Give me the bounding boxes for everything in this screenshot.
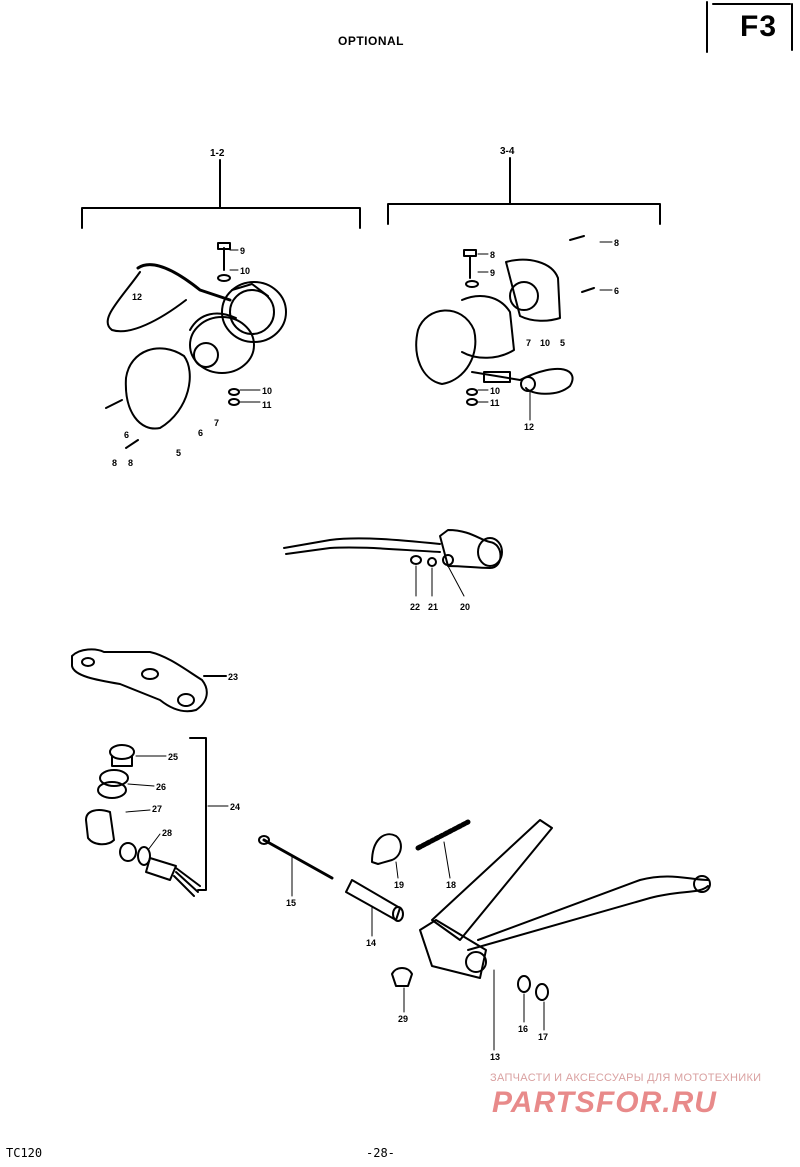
- callout: 17: [538, 1032, 548, 1042]
- bracket-plate: [71, 648, 227, 713]
- callout: 8: [490, 250, 495, 260]
- callout: 5: [560, 338, 565, 348]
- right-turn-signal: [415, 235, 595, 406]
- callout: 25: [168, 752, 178, 762]
- callout: 5: [176, 448, 181, 458]
- callout: 9: [240, 246, 245, 256]
- switch-parts-stack: [85, 737, 207, 897]
- callout: 13: [490, 1052, 500, 1062]
- callout: 6: [198, 428, 203, 438]
- callout: 8: [112, 458, 117, 468]
- callout: 11: [262, 400, 272, 410]
- callout: 16: [518, 1024, 528, 1034]
- watermark-logo: PARTSFOR.RU: [492, 1086, 717, 1119]
- watermark-tagline: ЗАПЧАСТИ И АКСЕССУАРЫ ДЛЯ МОТОТЕХНИКИ: [490, 1072, 762, 1084]
- callout: 27: [152, 804, 162, 814]
- callout: 21: [428, 602, 438, 612]
- side-stand-assembly: [258, 819, 711, 1001]
- model-code: TC120: [6, 1146, 43, 1160]
- page-number: -28-: [366, 1146, 395, 1160]
- callout: 24: [230, 802, 240, 812]
- callout: 20: [460, 602, 470, 612]
- callout: 22: [410, 602, 420, 612]
- callout: 10: [240, 266, 250, 276]
- callout: 12: [524, 422, 534, 432]
- callout: 19: [394, 880, 404, 890]
- callout-numbers: 9 10 12 6 7 10 11 8 5 8 6 8 9 10 8 7 6 5…: [112, 238, 619, 1062]
- callout: 10: [490, 386, 500, 396]
- callout: 15: [286, 898, 296, 908]
- callout: 26: [156, 782, 166, 792]
- callout: 28: [162, 828, 172, 838]
- callout: 18: [446, 880, 456, 890]
- callout: 12: [132, 292, 142, 302]
- callout: 7: [526, 338, 531, 348]
- callout: 6: [614, 286, 619, 296]
- callout: 29: [398, 1014, 408, 1024]
- header-frame: [706, 1, 793, 53]
- page-title: OPTIONAL: [338, 34, 404, 48]
- callout: 11: [490, 398, 500, 408]
- group-label-right: 3-4: [500, 146, 515, 157]
- section-code: F3: [740, 10, 778, 43]
- left-turn-signal: [105, 242, 287, 449]
- callout: 14: [366, 938, 376, 948]
- leader-lines: [125, 241, 613, 1051]
- switch-assembly: [283, 529, 503, 569]
- group-bracket-left: 1-2: [81, 148, 361, 229]
- callout: 10: [262, 386, 272, 396]
- callout: 10: [540, 338, 550, 348]
- callout: 9: [490, 268, 495, 278]
- callout: 23: [228, 672, 238, 682]
- group-label-left: 1-2: [210, 148, 225, 159]
- callout: 6: [124, 430, 129, 440]
- callout: 8: [128, 458, 133, 468]
- callout: 8: [614, 238, 619, 248]
- callout: 7: [214, 418, 219, 428]
- group-bracket-right: 3-4: [387, 146, 661, 225]
